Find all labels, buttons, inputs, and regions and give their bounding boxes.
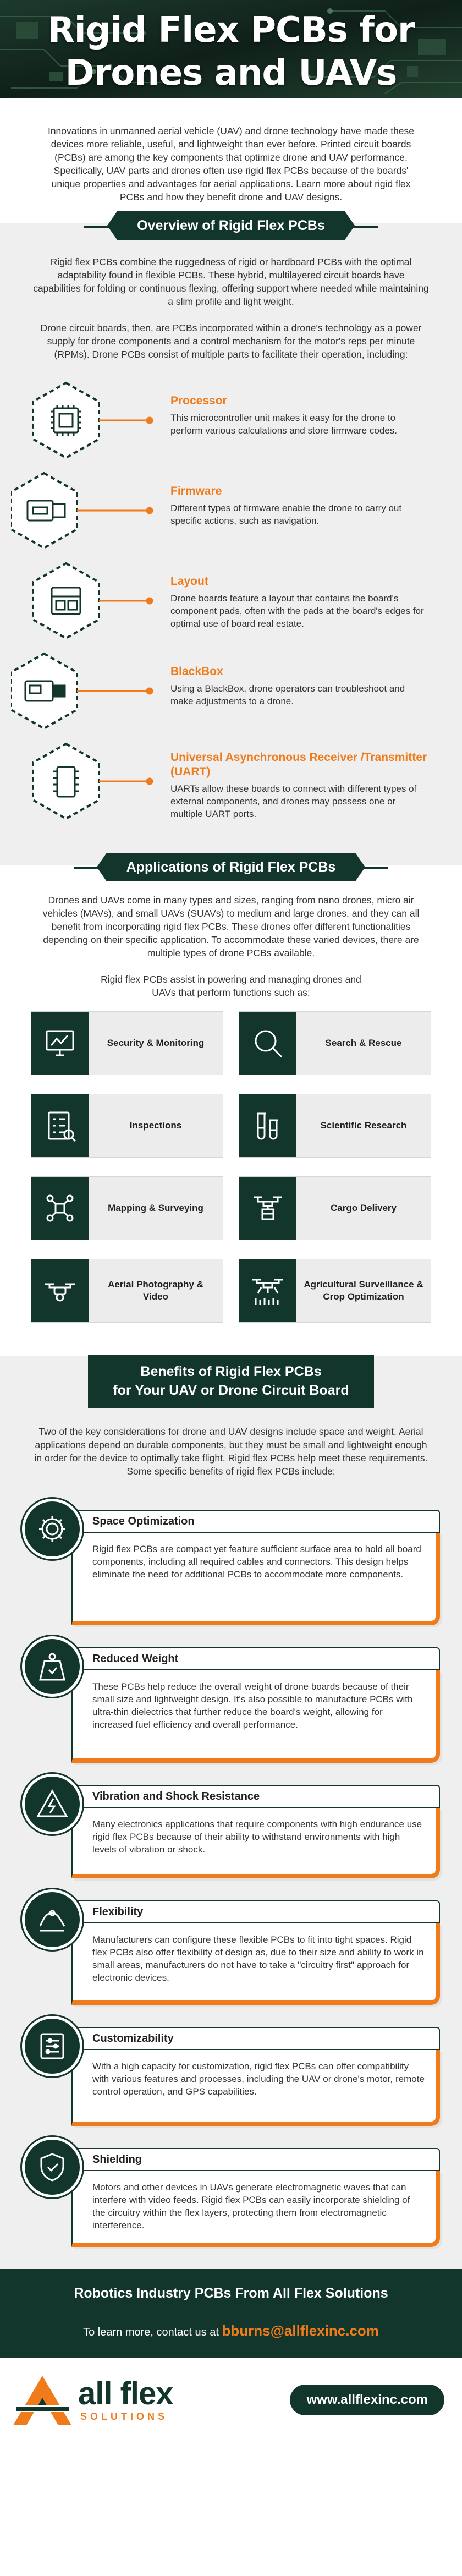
benefit-shielding: Shielding Motors and other devices in UA… <box>22 2137 440 2247</box>
component-blackbox: BlackBox Using a BlackBox, drone operato… <box>170 665 405 706</box>
component-list: Processor This microcontroller unit make… <box>0 361 462 865</box>
applications-para-1: Drones and UAVs come in many types and s… <box>42 895 420 958</box>
website-link[interactable]: www.allflexinc.com <box>290 2385 444 2415</box>
app-card-inspections: Inspections <box>31 1094 223 1158</box>
monitor-icon <box>46 1030 74 1056</box>
benefit-vibration-shock: Vibration and Shock Resistance Many elec… <box>22 1774 440 1878</box>
title-line-2: Drones and UAVs <box>65 53 398 94</box>
intro-paragraph: Innovations in unmanned aerial vehicle (… <box>47 125 415 202</box>
layout-icon <box>51 587 81 615</box>
map-icon <box>46 1194 74 1222</box>
hex-chain-graphic <box>11 381 153 820</box>
all-flex-logo[interactable]: all flex SOLUTIONS <box>12 2372 174 2427</box>
email-link[interactable]: bburns@allflexinc.com <box>222 2322 379 2339</box>
benefit-space-optimization: Space Optimization Rigid flex PCBs are c… <box>22 1499 440 1625</box>
app-card-scientific-research: Scientific Research <box>239 1094 431 1158</box>
component-uart: Universal Asynchronous Receiver /Transmi… <box>170 751 427 819</box>
sliders-icon <box>40 2033 64 2059</box>
contact-line: To learn more, contact us at bburns@allf… <box>83 2322 379 2339</box>
app-card-agricultural: Agricultural Surveillance & Crop Optimiz… <box>239 1259 431 1323</box>
chip-icon <box>51 405 81 436</box>
benefits-section: Benefits of Rigid Flex PCBs for Your UAV… <box>0 1355 462 2269</box>
applications-banner: Applications of Rigid Flex PCBs <box>0 853 462 881</box>
benefits-heading: Benefits of Rigid Flex PCBs for Your UAV… <box>88 1355 374 1408</box>
shield-icon <box>40 2153 64 2182</box>
usb-icon <box>26 500 66 522</box>
page-title: Rigid Flex PCBs for Drones and UAVs <box>0 0 462 95</box>
overview-heading: Overview of Rigid Flex PCBs <box>84 211 378 240</box>
infographic-page: Rigid Flex PCBs for Drones and UAVs Inno… <box>0 0 462 2445</box>
cargo-drone-icon <box>254 1196 282 1220</box>
footer-contact: Robotics Industry PCBs From All Flex Sol… <box>0 2269 462 2358</box>
benefit-reduced-weight: Reduced Weight These PCBs help reduce th… <box>22 1636 440 1763</box>
blackbox-icon <box>24 680 66 702</box>
component-layout: Layout Drone boards feature a layout tha… <box>170 575 424 629</box>
magnifier-icon <box>255 1030 283 1058</box>
overview-para-1: Rigid flex PCBs combine the ruggedness o… <box>33 256 429 307</box>
benefit-flexibility: Flexibility Manufacturers can configure … <box>22 1889 440 2005</box>
app-card-aerial-photo: Aerial Photography & Video <box>31 1259 223 1323</box>
logo-mark-icon <box>13 2376 73 2425</box>
flex-icon <box>39 1910 65 1932</box>
lab-icon <box>257 1112 278 1140</box>
uart-icon <box>53 766 79 798</box>
overview-section: Overview of Rigid Flex PCBs Rigid flex P… <box>0 211 462 865</box>
applications-para-2: Rigid flex PCBs assist in powering and m… <box>101 974 361 998</box>
circuit-board-background <box>0 0 462 98</box>
footer-heading: Robotics Industry PCBs From All Flex Sol… <box>74 2285 388 2301</box>
benefits-intro: Two of the key considerations for drone … <box>34 1426 428 1477</box>
footer-brand: all flex SOLUTIONS www.allflexinc.com <box>0 2358 462 2445</box>
benefit-customizability: Customizability With a high capacity for… <box>22 2016 440 2126</box>
camera-drone-icon <box>45 1283 75 1302</box>
overview-banner: Overview of Rigid Flex PCBs <box>0 211 462 240</box>
title-line-1: Rigid Flex PCBs for <box>47 10 415 51</box>
gear-icon <box>39 1516 65 1542</box>
app-card-search-rescue: Search & Rescue <box>239 1011 431 1075</box>
applications-grid: Security & Monitoring Search & Rescue In… <box>0 999 462 1356</box>
app-card-security: Security & Monitoring <box>31 1011 223 1075</box>
component-processor: Processor This microcontroller unit make… <box>170 394 397 436</box>
applications-section: Applications of Rigid Flex PCBs Drones a… <box>0 853 462 1356</box>
crop-drone-icon <box>252 1279 283 1305</box>
checklist-icon <box>48 1111 76 1142</box>
hero-header: Rigid Flex PCBs for Drones and UAVs <box>0 0 462 98</box>
component-firmware: Firmware Different types of firmware ena… <box>170 485 402 526</box>
app-card-cargo: Cargo Delivery <box>239 1176 431 1240</box>
overview-para-2: Drone circuit boards, then, are PCBs inc… <box>40 322 422 360</box>
weight-icon <box>39 1653 65 1681</box>
applications-heading: Applications of Rigid Flex PCBs <box>73 853 388 881</box>
app-card-mapping: Mapping & Surveying <box>31 1176 223 1240</box>
shock-icon <box>36 1789 68 1817</box>
